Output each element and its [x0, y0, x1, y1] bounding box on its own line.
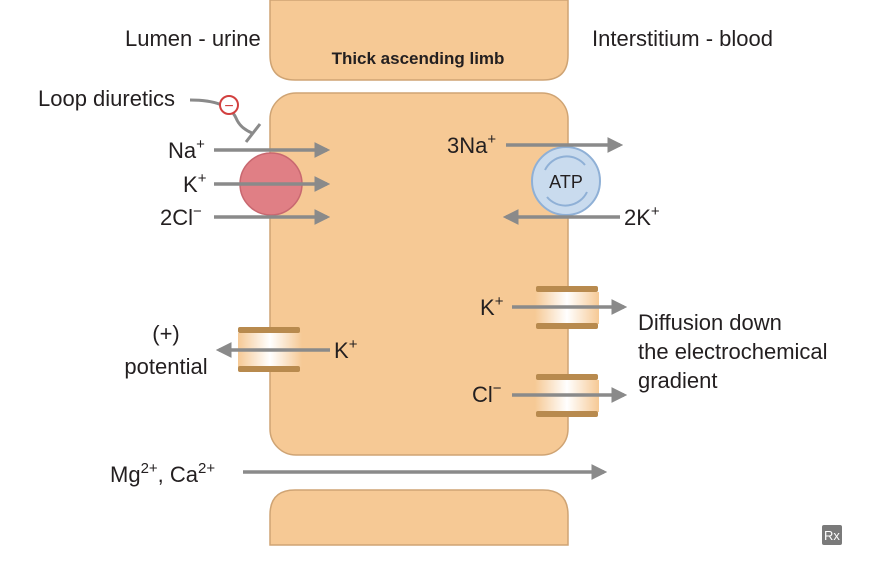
pump-cycle-arrow-bottom [546, 191, 588, 207]
pump-cycle-arrow-top [544, 155, 586, 171]
ion-2cl-label: 2Cl− [160, 203, 202, 230]
inhibit-icon [219, 95, 239, 115]
positive-potential-label-2: potential [124, 354, 207, 379]
ion-k-lumen-label: K+ [334, 336, 358, 363]
luminal-k-channel-top [238, 327, 300, 333]
interstitium-label: Interstitium - blood [592, 26, 773, 51]
diffusion-label-2: the electrochemical [638, 339, 828, 364]
ion-3na-label: 3Na+ [447, 131, 496, 158]
rx-logo-text: Rx [824, 528, 840, 543]
ion-k-interstitium-label: K+ [480, 293, 504, 320]
segment-title: Thick ascending limb [332, 49, 505, 68]
ion-2k-label: 2K+ [624, 203, 660, 230]
inhibition-line [189, 98, 253, 135]
ion-na-label: Na+ [168, 136, 205, 163]
lower-neighbor-cell [269, 489, 569, 546]
loop-diuretics-label: Loop diuretics [38, 86, 175, 111]
atp-label: ATP [549, 172, 583, 192]
basolateral-k-channel-top [536, 286, 598, 292]
positive-potential-label-1: (+) [152, 321, 180, 346]
luminal-k-channel-bottom [238, 366, 300, 372]
upper-neighbor-cell [269, 0, 569, 81]
ion-k-label: K+ [183, 170, 207, 197]
rx-logo-icon [822, 525, 842, 545]
main-epithelial-cell [269, 92, 569, 456]
diffusion-label-3: gradient [638, 368, 718, 393]
basolateral-cl-channel-top [536, 374, 598, 380]
inhibition-bar [244, 123, 262, 143]
basolateral-cl-channel-bottom [536, 411, 598, 417]
diffusion-label-1: Diffusion down [638, 310, 782, 335]
ion-mg-ca-label: Mg2+, Ca2+ [110, 460, 215, 487]
lumen-label: Lumen - urine [125, 26, 261, 51]
inhibit-sign: − [224, 98, 233, 115]
ion-cl-interstitium-label: Cl− [472, 380, 502, 407]
basolateral-k-channel-bottom [536, 323, 598, 329]
